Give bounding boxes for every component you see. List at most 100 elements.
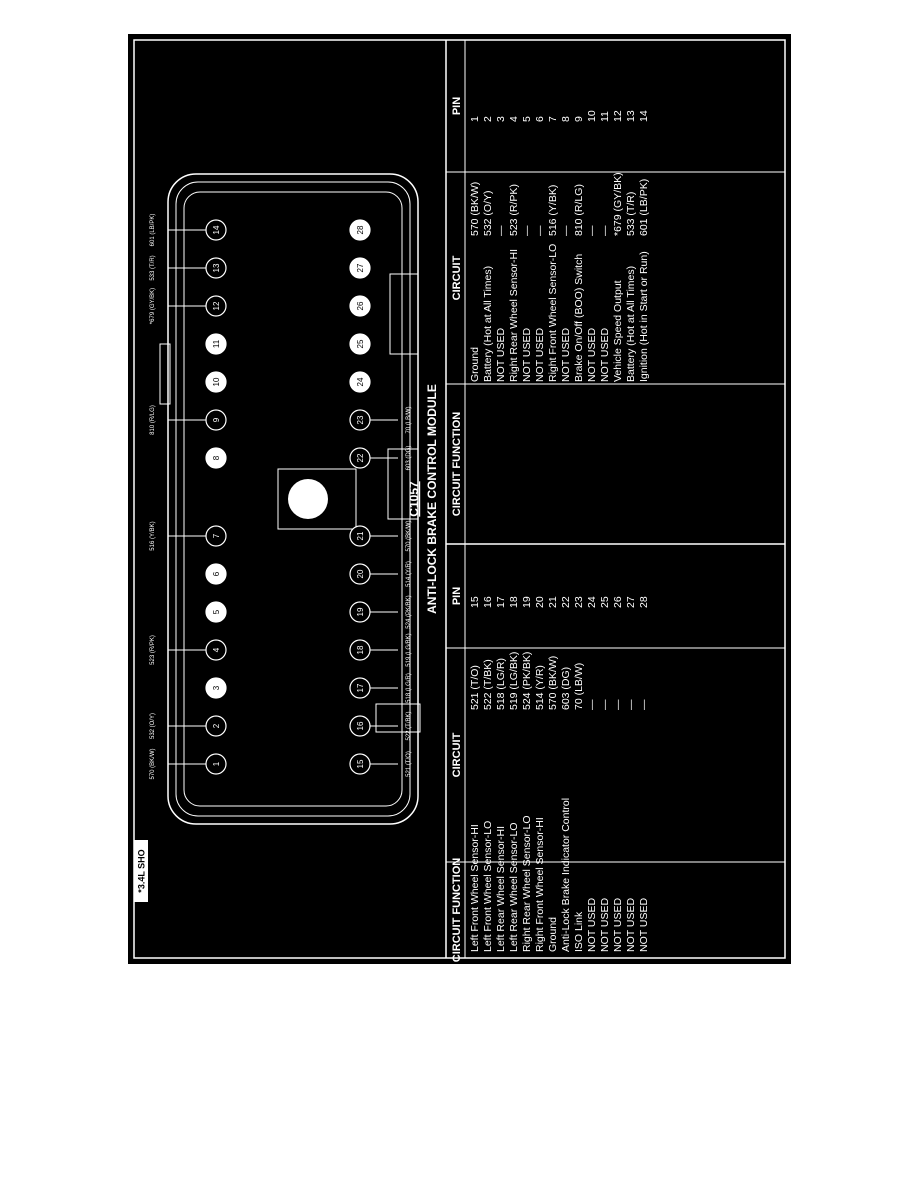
pin-4-wire-label: 523 (R/PK): [150, 635, 156, 665]
row-function: Brake On/Off (BOO) Switch: [573, 254, 585, 382]
pin-1-wire-label: 570 (BK/W): [150, 748, 156, 779]
pin-11-cavity: [205, 333, 227, 355]
pin-10-cavity: [205, 371, 227, 393]
pin-24-cavity: [349, 371, 371, 393]
pin-27-number: 27: [356, 263, 365, 272]
module-title: ANTI-LOCK BRAKE CONTROL MODULE: [425, 384, 439, 614]
connector-body: [159, 173, 421, 825]
row-function: ISO Link: [573, 911, 585, 952]
pin-24-number: 24: [356, 377, 365, 386]
row-circuit: 514 (Y/R): [534, 665, 546, 710]
pin-6-cavity: [205, 563, 227, 585]
row-function: Left Rear Wheel Sensor-LO: [508, 822, 520, 952]
pin-28-cavity: [349, 219, 371, 241]
row-pin: 17: [495, 596, 507, 608]
row-pin: 14: [638, 110, 650, 122]
row-circuit: 532 (O/Y): [482, 190, 494, 236]
locking-tab-right: [389, 273, 419, 355]
row-function: Right Rear Wheel Sensor-LO: [521, 815, 533, 952]
pin-12-number: 12: [212, 301, 221, 310]
row-circuit: 601 (LB/PK): [638, 179, 650, 236]
pin-18-wire-label: 519 (LG/BK): [406, 633, 412, 666]
row-pin: 28: [638, 596, 650, 608]
row-circuit: 810 (R/LG): [573, 184, 585, 236]
row-circuit: 519 (LG/BK): [508, 652, 520, 710]
pin-7-wire-label: 516 (Y/BK): [150, 521, 156, 550]
row-circuit: —: [560, 225, 572, 236]
latch-post: [288, 479, 328, 519]
row-circuit: —: [612, 699, 624, 710]
row-pin: 7: [547, 116, 559, 122]
row-function: NOT USED: [599, 898, 611, 952]
pin-19-number: 19: [356, 607, 365, 616]
pin-5-cavity: [205, 601, 227, 623]
row-pin: 13: [625, 110, 637, 122]
row-circuit: 518 (LG/R): [495, 658, 507, 710]
pin-13-wire-label: 533 (T/R): [150, 255, 156, 280]
pin-21-wire-label: 570 (BK/W): [406, 520, 412, 551]
row-circuit: —: [638, 699, 650, 710]
row-pin: 25: [599, 596, 611, 608]
pin-25-cavity: [349, 333, 371, 355]
connector-id: C1057: [407, 481, 421, 517]
row-pin: 4: [508, 116, 520, 122]
header-function-left: CIRCUIT FUNCTION: [451, 412, 463, 517]
row-pin: 10: [586, 110, 598, 122]
row-function: NOT USED: [612, 898, 624, 952]
row-circuit: —: [599, 699, 611, 710]
pin-9-wire-label: 810 (R/LG): [150, 405, 156, 435]
pin-20-number: 20: [356, 569, 365, 578]
pin-15-wire-label: 521 (T/O): [406, 751, 412, 777]
row-pin: 20: [534, 596, 546, 608]
pin-17-wire-label: 518 (LG/R): [406, 673, 412, 703]
header-circuit-right: CIRCUIT: [451, 732, 463, 777]
row-circuit: —: [534, 225, 546, 236]
row-pin: 2: [482, 116, 494, 122]
header-pin-right: PIN: [451, 587, 463, 605]
pin-3-number: 3: [212, 685, 221, 690]
pin-27-cavity: [349, 257, 371, 279]
pin-16-wire-label: 522 (T/BK): [406, 711, 412, 740]
pin-15-number: 15: [356, 759, 365, 768]
row-pin: 19: [521, 596, 533, 608]
row-circuit: —: [625, 699, 637, 710]
row-pin: 18: [508, 596, 520, 608]
pin-26-cavity: [349, 295, 371, 317]
pin-14-number: 14: [212, 225, 221, 234]
pin-22-wire-label: 603 (DG): [406, 446, 412, 471]
row-circuit: —: [521, 225, 533, 236]
row-circuit: 523 (R/PK): [508, 184, 520, 236]
outer-frame: [133, 39, 786, 959]
row-pin: 22: [560, 596, 572, 608]
row-pin: 3: [495, 116, 507, 122]
row-function: Right Front Wheel Sensor-HI: [534, 817, 546, 952]
pin-3-cavity: [205, 677, 227, 699]
row-circuit: 522 (T/BK): [482, 659, 494, 710]
row-pin: 27: [625, 596, 637, 608]
row-pin: 9: [573, 116, 585, 122]
row-circuit: —: [586, 225, 598, 236]
pin-13-number: 13: [212, 263, 221, 272]
row-circuit: 70 (LB/W): [573, 663, 585, 710]
row-pin: 26: [612, 596, 624, 608]
pin-21-number: 21: [356, 531, 365, 540]
row-circuit: 570 (BK/W): [469, 182, 481, 236]
row-function: Left Front Wheel Sensor-HI: [469, 824, 481, 952]
row-function: Right Rear Wheel Sensor-HI: [508, 249, 520, 382]
row-function: NOT USED: [521, 328, 533, 382]
row-pin: 11: [599, 111, 611, 122]
polarizing-key: [277, 468, 357, 530]
pin-8-cavity: [205, 447, 227, 469]
row-function: Vehicle Speed Output: [612, 280, 624, 382]
row-function: Battery (Hot at All Times): [482, 266, 494, 382]
row-function: NOT USED: [586, 328, 598, 382]
row-circuit: —: [495, 225, 507, 236]
row-function: NOT USED: [638, 898, 650, 952]
pin-23-number: 23: [356, 415, 365, 424]
